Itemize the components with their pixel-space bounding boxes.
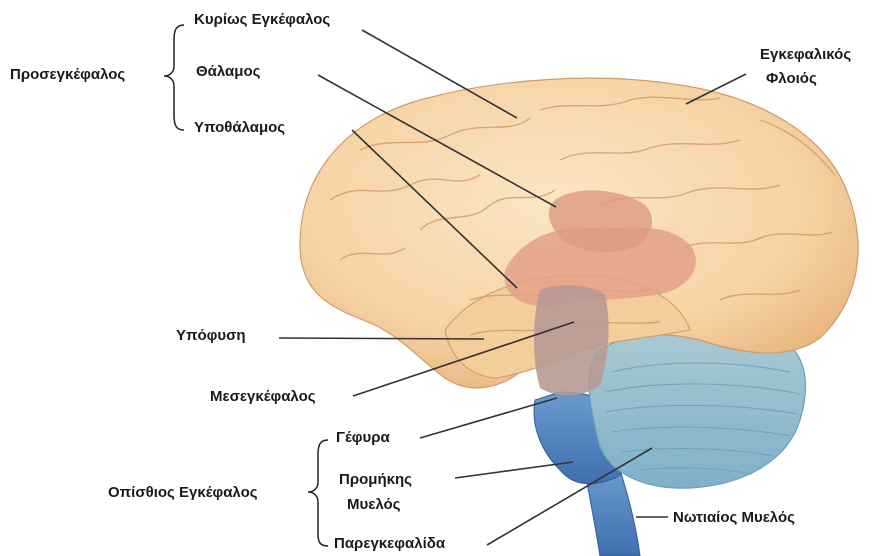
label-gefyra: Γέφυρα (336, 429, 390, 447)
label-prosegkefalos: Προσεγκέφαλος (10, 66, 125, 84)
label-myelos: Μυελός (347, 496, 400, 514)
label-ypofysi: Υπόφυση (176, 327, 246, 345)
label-flioios: Φλοιός (766, 70, 817, 88)
label-egkefalikos: Εγκεφαλικός (760, 46, 851, 64)
brace-opisthios (308, 440, 328, 546)
leader-promikis (455, 462, 573, 478)
label-thalamos: Θάλαμος (196, 63, 260, 81)
midbrain-shape (534, 285, 609, 395)
brace-prosegkefalos (164, 25, 184, 130)
label-promikis: Προμήκης (339, 471, 412, 489)
label-paregkefalida: Παρεγκεφαλίδα (334, 535, 445, 553)
label-kyrios-egkefalos: Κυρίως Εγκέφαλος (194, 11, 330, 29)
label-mesegkefalos: Μεσεγκέφαλος (210, 388, 316, 406)
label-notiaios-myelos: Νωτιαίος Μυελός (673, 509, 795, 527)
label-ypothalamos: Υποθάλαμος (194, 119, 285, 137)
leader-ypofysi (279, 338, 484, 339)
label-opisthios-egkefalos: Οπίσθιος Εγκέφαλος (108, 484, 258, 502)
